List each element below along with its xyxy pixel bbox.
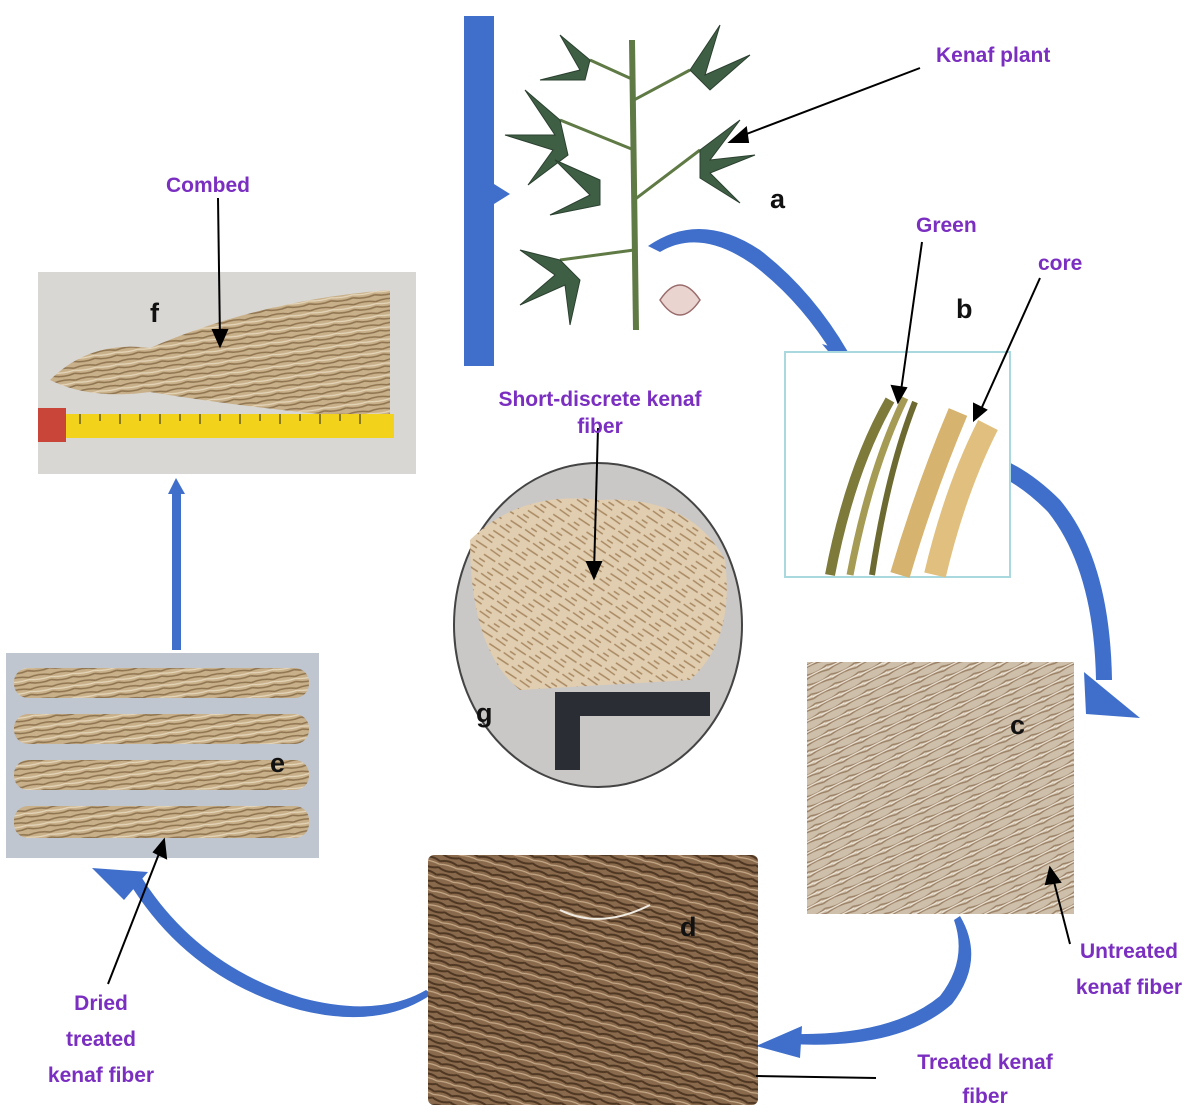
label-dried: Dried treated kenaf fiber xyxy=(26,986,176,1094)
arrow-e-to-f xyxy=(172,490,181,650)
kenaf-plant-illustration xyxy=(504,24,756,331)
input-bar-arrow xyxy=(464,16,494,366)
combed-fiber-photo xyxy=(38,272,416,474)
label-untreated: Untreated kenaf fiber xyxy=(1058,934,1200,1006)
label-short-discrete-line2: fiber xyxy=(577,415,623,438)
pointer-dried xyxy=(107,845,163,985)
panel-letter-f: f xyxy=(150,298,159,328)
label-combed: Combed xyxy=(166,174,250,197)
pointer-combed xyxy=(217,197,221,341)
label-treated-line2: fiber xyxy=(962,1085,1008,1108)
pointer-core xyxy=(977,277,1041,417)
arrow-d-to-e-head xyxy=(92,868,148,900)
label-dried-line1: Dried xyxy=(74,992,128,1015)
arrow-b-to-c-head xyxy=(1084,672,1140,718)
label-treated: Treated kenaf fiber xyxy=(910,1046,1060,1114)
panel-letter-g: g xyxy=(476,698,493,728)
pointer-treated xyxy=(755,1075,877,1079)
arrow-e-to-f-head xyxy=(168,478,185,494)
label-untreated-line1: Untreated xyxy=(1079,940,1179,963)
treated-fiber-photo xyxy=(428,855,758,1105)
dried-fiber-photo xyxy=(6,653,319,858)
input-bar-arrowhead xyxy=(494,184,510,204)
label-treated-line1: Treated kenaf xyxy=(917,1051,1053,1074)
label-green: Green xyxy=(916,214,977,237)
panel-letter-d: d xyxy=(680,912,697,942)
label-untreated-line2: kenaf fiber xyxy=(1075,976,1183,999)
arrow-c-to-d xyxy=(790,916,972,1045)
pointer-lines xyxy=(107,67,1071,1079)
label-short-discrete: Short-discrete kenaf fiber xyxy=(460,386,740,440)
panel-letter-e: e xyxy=(270,748,286,778)
arrow-c-to-d-head xyxy=(756,1026,802,1058)
pointer-untreated xyxy=(1051,873,1071,945)
panel-letter-a: a xyxy=(770,184,786,214)
arrow-a-to-b xyxy=(648,228,848,356)
panel-letter-c: c xyxy=(1010,710,1026,740)
label-dried-line2: treated xyxy=(65,1028,137,1051)
arrow-d-to-e xyxy=(130,878,432,1018)
label-core: core xyxy=(1038,252,1083,275)
label-short-discrete-line1: Short-discrete kenaf xyxy=(498,388,702,411)
label-kenaf-plant: Kenaf plant xyxy=(936,44,1051,67)
pointer-kenaf-plant xyxy=(735,67,921,139)
label-dried-line3: kenaf fiber xyxy=(47,1064,155,1087)
panel-letter-b: b xyxy=(956,294,973,324)
pointer-green xyxy=(899,241,923,399)
arrow-b-to-c xyxy=(884,447,1112,680)
untreated-fiber-photo xyxy=(807,662,1074,914)
short-fiber-photo xyxy=(453,462,743,788)
pointer-short-discrete xyxy=(593,427,599,573)
bast-and-core-photo xyxy=(784,351,1011,578)
